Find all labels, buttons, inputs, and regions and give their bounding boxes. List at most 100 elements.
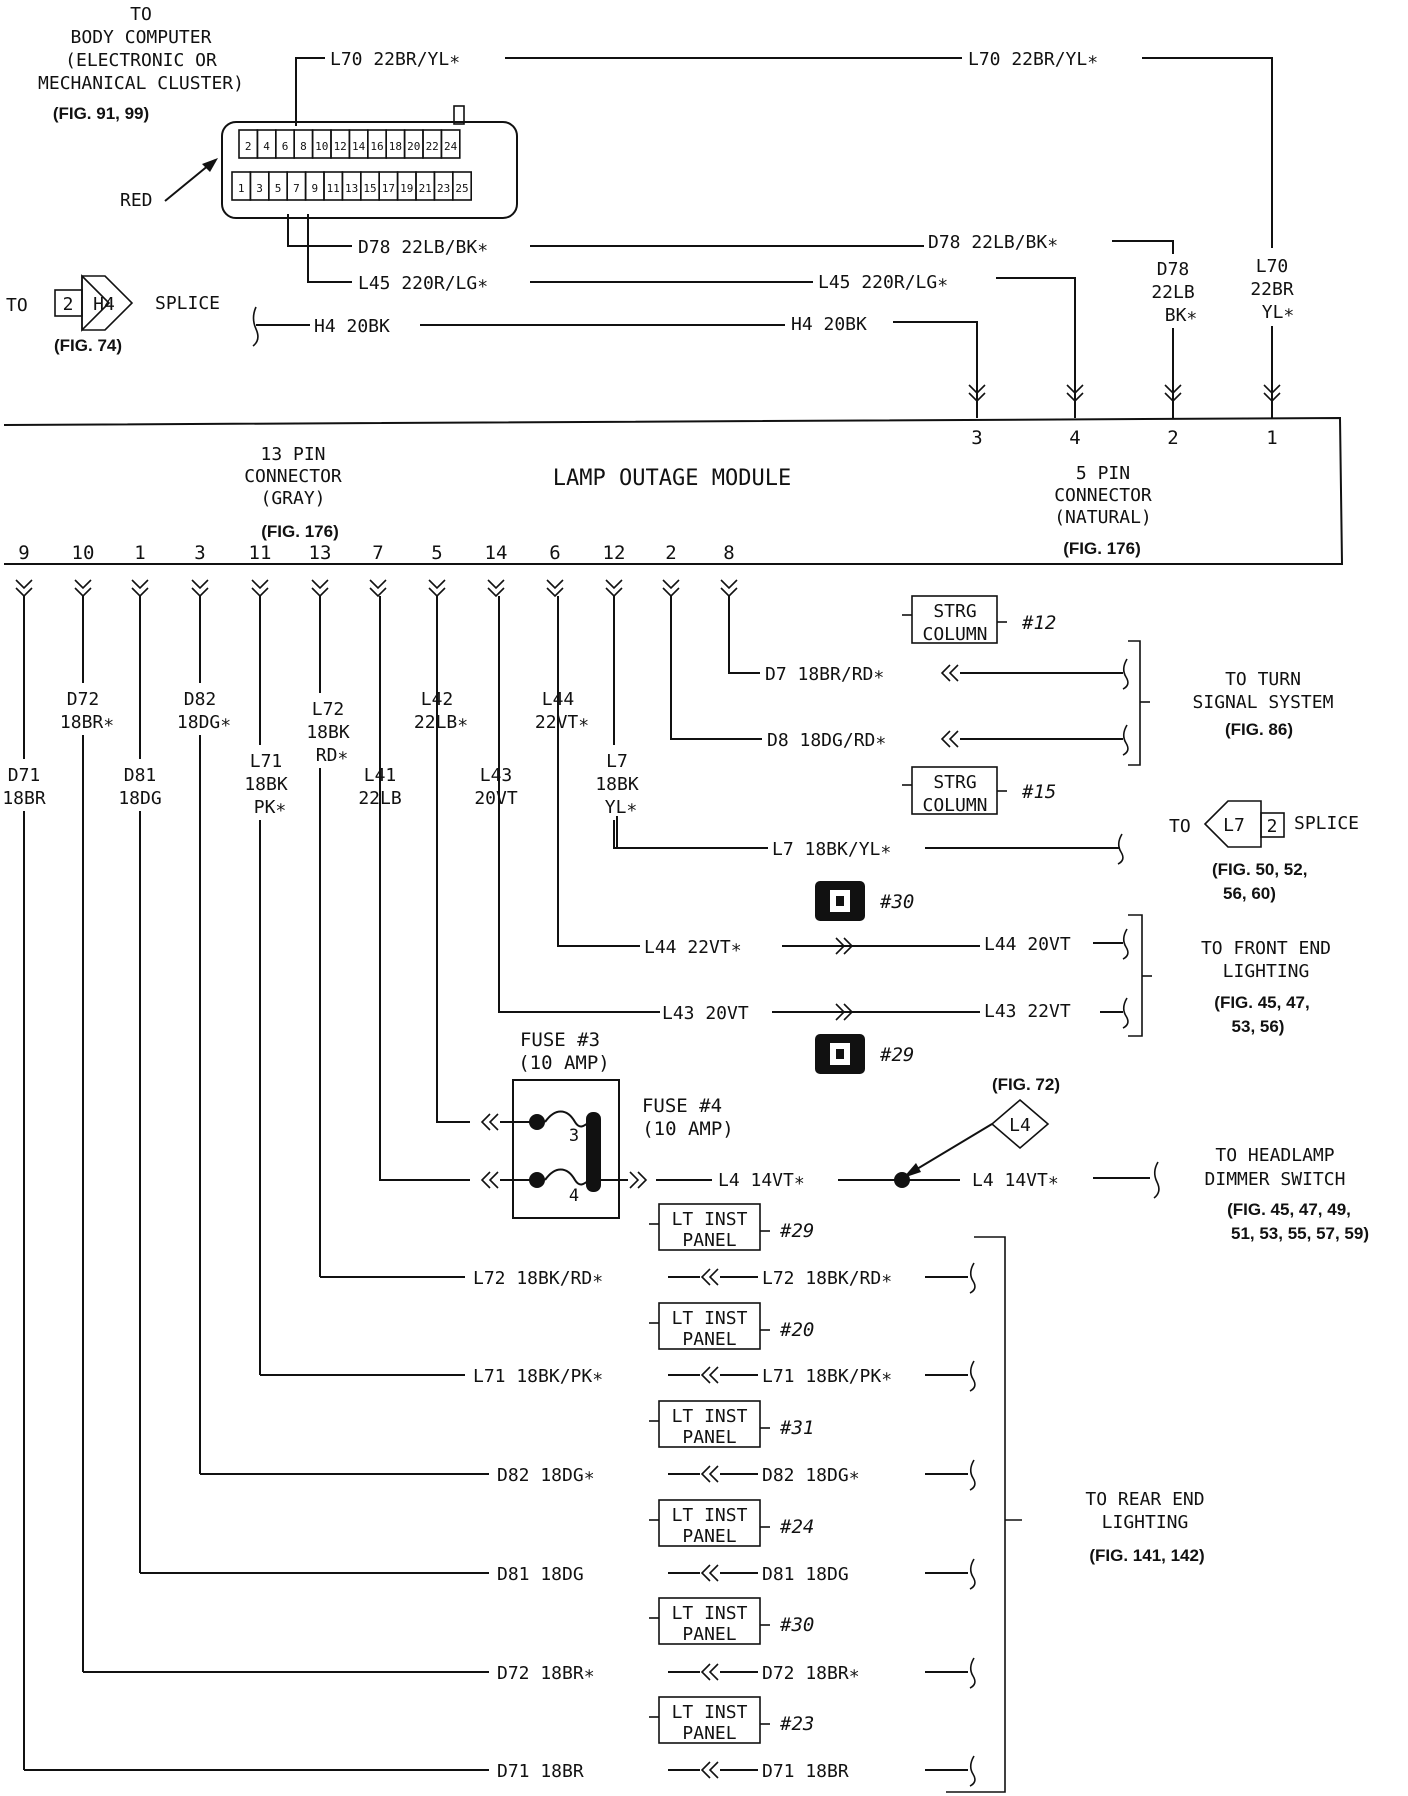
lt-inst-panel-line2: PANEL [682, 1723, 736, 1744]
wire-d8-label: D8 18DG/RD∗ [767, 730, 886, 751]
rear-wire-label-left: D71 18BR [497, 1761, 584, 1782]
fuse3-line1: FUSE #3 [520, 1029, 600, 1051]
connector-30-icon-pin [836, 896, 844, 906]
pin-number: 6 [549, 542, 560, 564]
lt-inst-panel-number: #29 [779, 1220, 814, 1242]
lt-inst-panel-number: #30 [779, 1614, 814, 1636]
rear-wire-label-left: L71 18BK/PK∗ [473, 1366, 603, 1387]
l4-splice-leader-arrow [903, 1163, 921, 1178]
rear-end-fig-ref: (FIG. 141, 142) [1089, 1546, 1204, 1565]
h4-splice-id: H4 [93, 294, 115, 315]
terminal-icon [720, 579, 738, 598]
wire-label: 18BK [595, 774, 639, 795]
pin-number: 7 [293, 182, 300, 195]
wire-l4-label-right: L4 14VT∗ [972, 1170, 1059, 1191]
pin-number: 5 [431, 542, 442, 564]
wire-label: 20VT [474, 788, 518, 809]
wire-label-bg [51, 683, 115, 735]
pin-number: 8 [300, 140, 307, 153]
l4-splice-leader [906, 1123, 993, 1176]
fuse3-terminal [529, 1114, 545, 1130]
front-end-fig-ref-2: 53, 56) [1232, 1017, 1285, 1036]
h4-splice-label: SPLICE [155, 293, 220, 314]
wire-l45-label-right: L45 220R/LG∗ [818, 272, 948, 293]
lt-inst-panel-box [658, 1400, 761, 1448]
wire-l70-vert-3: YL∗ [1262, 302, 1295, 323]
wire-label: 18BR∗ [60, 712, 114, 733]
fuse4-line2: (10 AMP) [642, 1118, 734, 1140]
pin-number: 12 [334, 140, 347, 153]
wire-label: YL∗ [605, 797, 638, 818]
wire-label: L43 [480, 765, 513, 786]
connector-tab [453, 105, 465, 125]
terminal-icon [546, 579, 564, 598]
l7-splice-label: SPLICE [1294, 813, 1359, 834]
connector-icon [629, 1171, 648, 1189]
conn13-line2: CONNECTOR [244, 466, 342, 487]
pin-number: 17 [382, 182, 395, 195]
terminal-icon [74, 579, 92, 598]
wire-l41 [379, 596, 470, 1181]
connector-29-icon-pin [836, 1049, 844, 1059]
turn-signal-bracket [1128, 640, 1141, 766]
lt-inst-panel-line2: PANEL [682, 1230, 736, 1251]
pin-number: 13 [309, 542, 332, 564]
connector-icon [940, 730, 959, 748]
lt-inst-panel-number: #24 [779, 1516, 814, 1538]
fig72-ref: (FIG. 72) [992, 1075, 1060, 1094]
conn13-line1: 13 PIN [260, 444, 325, 465]
wire-l43 [498, 596, 660, 1013]
wire-d78-vert-1: D78 [1157, 259, 1190, 280]
wire-label: 18BK [244, 774, 288, 795]
terminal-icon [15, 579, 33, 598]
body-computer-to: TO [130, 4, 152, 25]
pin-number: 2 [665, 542, 676, 564]
wire-l45-drop [996, 277, 1076, 418]
rear-wire-label-right: D72 18BR∗ [762, 1663, 860, 1684]
strg-15-number: #15 [1021, 781, 1056, 803]
wire-label: L72 [312, 699, 345, 720]
pin-number: 4 [1069, 427, 1080, 449]
fuse3-line2: (10 AMP) [518, 1052, 610, 1074]
pin-number: 3 [256, 182, 263, 195]
wire-label: D81 [124, 765, 157, 786]
wire-break-icon [969, 1558, 976, 1590]
connector-icon [700, 1663, 719, 1681]
headlamp-to-2: DIMMER SWITCH [1205, 1169, 1346, 1190]
pin-number: 13 [345, 182, 358, 195]
turn-signal-fig-ref: (FIG. 86) [1225, 720, 1293, 739]
front-end-fig-ref-1: (FIG. 45, 47, [1214, 993, 1309, 1012]
wire-break-icon [1122, 928, 1129, 960]
wire-h4-break [252, 306, 259, 347]
wire-break-icon [969, 1262, 976, 1294]
wire-d7-label: D7 18BR/RD∗ [765, 664, 884, 685]
wire-d78 [287, 214, 352, 247]
fuse4-terminal [529, 1172, 545, 1188]
wire-l43-label-right: L43 22VT [984, 1001, 1071, 1022]
rear-wire-label-left: D82 18DG∗ [497, 1465, 595, 1486]
wire-l42 [436, 596, 470, 1123]
strg-15-line1: STRG [933, 772, 976, 793]
wire-d8 [670, 596, 762, 740]
pin-number: 14 [352, 140, 366, 153]
lt-inst-panel-box [658, 1302, 761, 1350]
lt-inst-panel-box [658, 1499, 761, 1547]
lt-inst-panel-number: #31 [779, 1417, 814, 1439]
pin-number: 14 [485, 542, 508, 564]
wire-h4-label-right: H4 20BK [791, 314, 867, 335]
connector-icon [700, 1564, 719, 1582]
headlamp-fig-ref-2: 51, 53, 55, 57, 59) [1231, 1224, 1369, 1243]
wire-label: L71 [250, 751, 283, 772]
connector-icon [480, 1113, 499, 1131]
rear-wire-label-right: L71 18BK/PK∗ [762, 1366, 892, 1387]
l4-splice-id: L4 [1009, 1115, 1031, 1136]
pin-number: 11 [249, 542, 272, 564]
l4-splice-diamond [990, 1098, 1050, 1150]
rear-wire-label-left: D81 18DG [497, 1564, 584, 1585]
conn13-fig-ref: (FIG. 176) [261, 522, 338, 541]
terminal-icon [662, 579, 680, 598]
wire-break-icon [969, 1657, 976, 1689]
wire-break-icon [1122, 724, 1129, 756]
terminal-icon [487, 579, 505, 598]
